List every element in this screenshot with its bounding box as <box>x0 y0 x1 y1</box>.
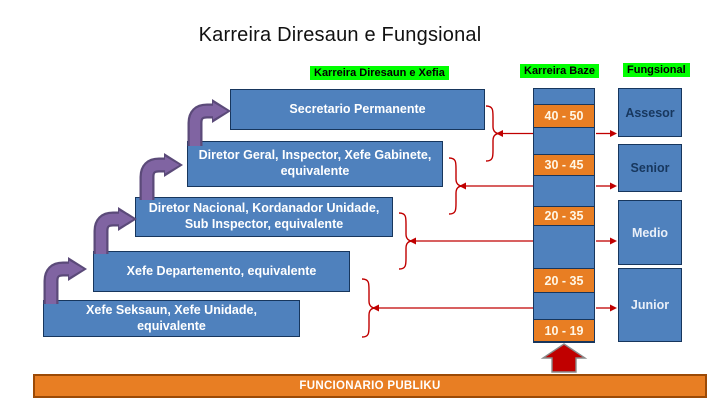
right-arrowhead-icon <box>610 304 617 312</box>
header-fungsional: Fungsional <box>623 63 690 77</box>
scale-segment <box>534 128 594 154</box>
step-label: Secretario Permanente <box>289 101 426 116</box>
scale-range-40-50: 40 - 50 <box>534 104 594 128</box>
header-karreira-baze: Karreira Baze <box>520 64 599 78</box>
scale-segment <box>534 176 594 206</box>
range-label: 10 - 19 <box>544 323 584 338</box>
brace-level-1 <box>485 105 500 162</box>
fungsional-box-medio: Medio <box>618 200 682 265</box>
fungsional-box-assesor: Assesor <box>618 88 682 137</box>
scale-segment <box>534 89 594 104</box>
step-box-xefe-departemento: Xefe Departemento, equivalente <box>93 251 350 292</box>
fungsional-box-senior: Senior <box>618 144 682 192</box>
scale-range-20-35-lower: 20 - 35 <box>534 268 594 293</box>
right-arrowhead-icon <box>610 237 617 245</box>
promotion-arrow-icon <box>139 153 183 200</box>
brace-level-2 <box>448 157 463 215</box>
left-arrowhead-icon <box>409 237 416 245</box>
level-label: Senior <box>630 161 670 175</box>
range-label: 30 - 45 <box>544 158 584 172</box>
range-label: 40 - 50 <box>544 109 584 123</box>
promotion-arrow-icon <box>187 99 231 146</box>
step-label: Diretor Geral, Inspector, Xefe Gabinete,… <box>198 148 432 178</box>
page-title: Karreira Diresaun e Fungsional <box>198 24 482 46</box>
right-arrowhead-icon <box>610 182 617 190</box>
scale-range-20-35-upper: 20 - 35 <box>534 206 594 226</box>
bar-label: FUNCIONARIO PUBLIKU <box>299 380 441 392</box>
left-arrowhead-icon <box>459 182 466 190</box>
karreira-baze-column: 40 - 50 30 - 45 20 - 35 20 - 35 10 - 19 <box>533 88 595 343</box>
scale-segment <box>534 293 594 319</box>
step-box-secretario-permanente: Secretario Permanente <box>230 89 485 130</box>
range-label: 20 - 35 <box>544 273 584 288</box>
scale-range-30-45: 30 - 45 <box>534 154 594 176</box>
fungsional-box-junior: Junior <box>618 268 682 342</box>
step-label: Diretor Nacional, Kordanador Unidade, Su… <box>148 201 380 231</box>
funcionario-publiku-bar: FUNCIONARIO PUBLIKU <box>33 374 707 398</box>
step-label: Xefe Departemento, equivalente <box>126 263 317 278</box>
level-label: Medio <box>631 225 669 240</box>
promotion-arrow-icon <box>43 257 87 304</box>
brace-level-4 <box>361 278 376 338</box>
step-box-diretor-nacional: Diretor Nacional, Kordanador Unidade, Su… <box>135 197 393 237</box>
brace-level-3 <box>398 212 413 270</box>
step-label: Xefe Seksaun, Xefe Unidade, equivalente <box>86 302 257 333</box>
header-karreira-diresaun-xefia: Karreira Diresaun e Xefia <box>310 66 449 80</box>
step-box-diretor-geral: Diretor Geral, Inspector, Xefe Gabinete,… <box>187 141 443 187</box>
scale-range-10-19: 10 - 19 <box>534 319 594 342</box>
scale-segment <box>534 226 594 268</box>
left-arrowhead-icon <box>496 130 503 137</box>
entry-up-arrow-icon <box>540 343 588 373</box>
promotion-arrow-icon <box>93 207 137 254</box>
level-label: Assesor <box>625 105 675 120</box>
level-label: Junior <box>630 298 670 312</box>
left-arrowhead-icon <box>372 304 379 312</box>
range-label: 20 - 35 <box>544 209 584 223</box>
right-arrowhead-icon <box>610 130 617 137</box>
step-box-xefe-seksaun: Xefe Seksaun, Xefe Unidade, equivalente <box>43 300 300 337</box>
